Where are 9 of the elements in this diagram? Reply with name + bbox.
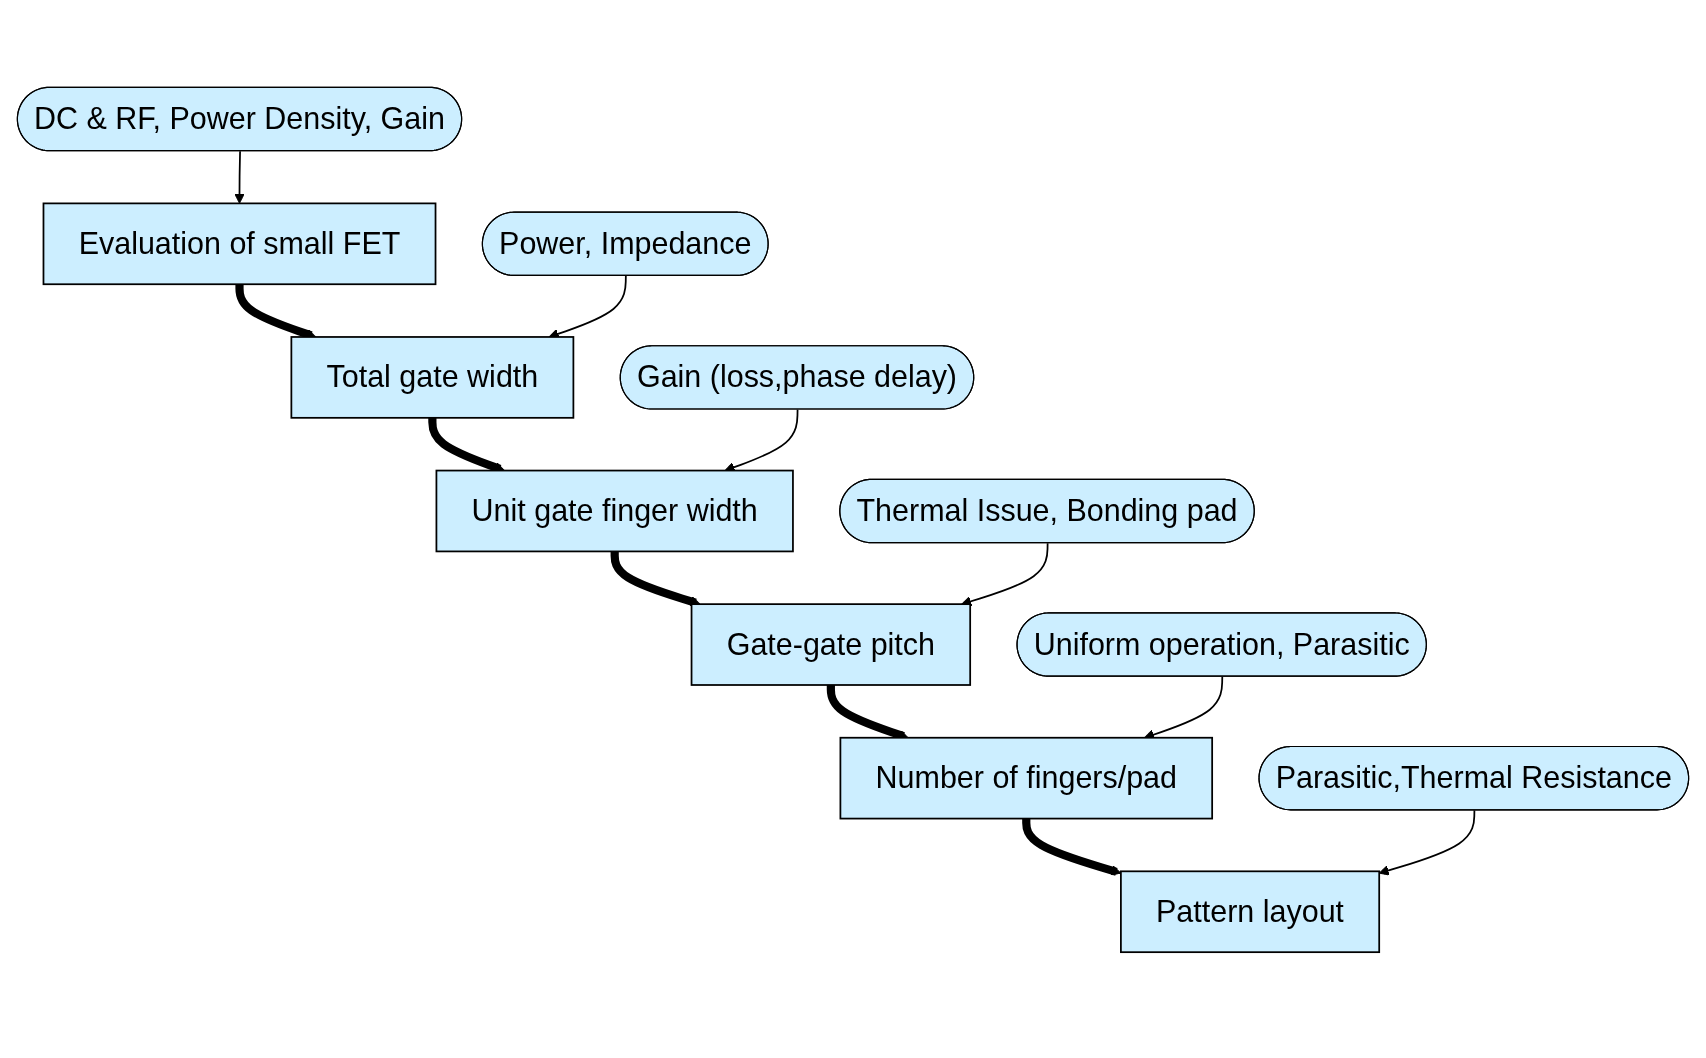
- node-box: Gate-gate pitch: [690, 603, 972, 687]
- node-box: Total gate width: [290, 336, 575, 419]
- arrow: [548, 275, 627, 339]
- arrow: [1378, 809, 1476, 876]
- node-box: Evaluation of small FET: [42, 202, 437, 286]
- node-box: Pattern layout: [1120, 870, 1381, 954]
- node-box: Unit gate finger width: [435, 469, 794, 553]
- node-box: Number of fingers/pad: [839, 737, 1214, 820]
- arrow: [234, 150, 245, 205]
